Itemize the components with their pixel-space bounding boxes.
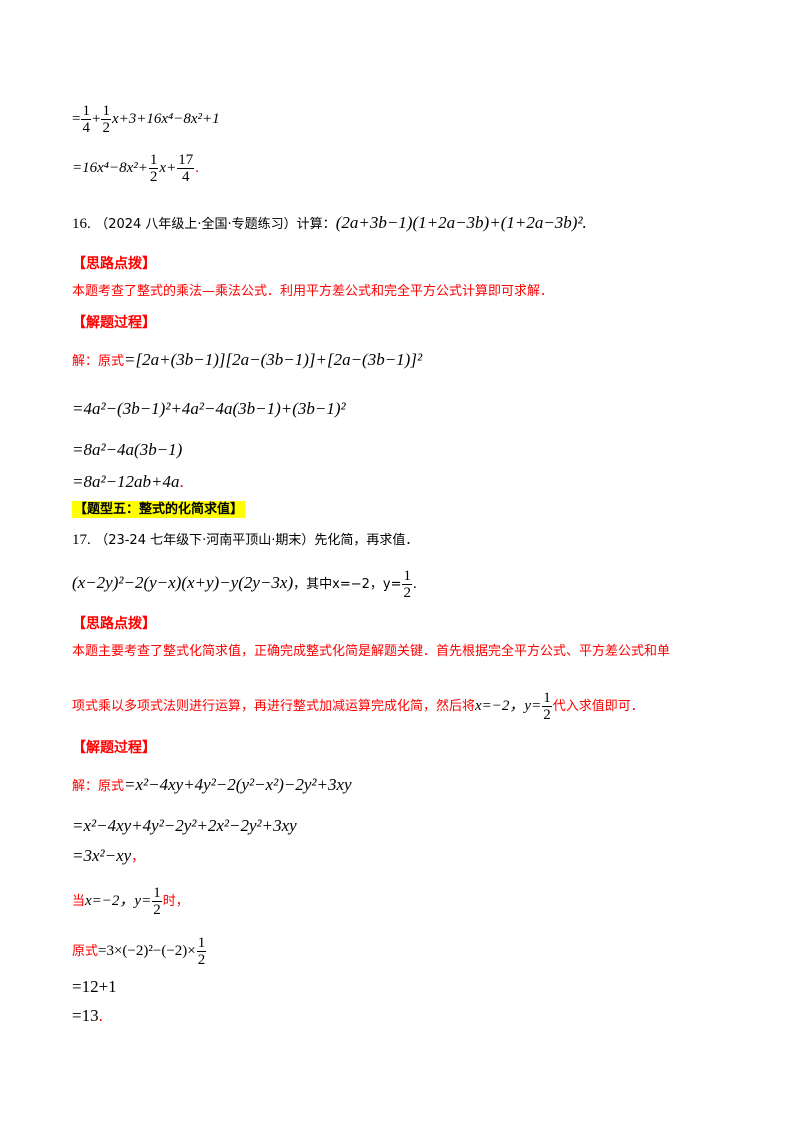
question-17: 17. （23-24 七年级下·河南平顶山·期末）先化简，再求值． [72,532,419,548]
section-heading: 【题型五：整式的化简求值】 [72,501,246,518]
q17-solution-step-2: =x²−4xy+4y²−2y²+2x²−2y²+3xy [72,816,297,835]
q17-solution-step-1: 解：原式=x²−4xy+4y²−2(y²−x²)−2y²+3xy [72,775,352,794]
q17-solution-heading: 【解题过程】 [72,740,156,756]
q16-solution-step-4: =8a²−12ab+4a. [72,472,184,491]
question-16: 16. （2024 八年级上·全国·专题练习）计算：(2a+3b−1)(1+2a… [72,213,587,232]
q16-solution-step-2: =4a²−(3b−1)²+4a²−4a(3b−1)+(3b−1)² [72,399,346,418]
q16-solution-heading: 【解题过程】 [72,315,156,331]
q17-solution-step-5: =12+1 [72,977,117,996]
q17-hint-text-1: 本题主要考查了整式化简求值，正确完成整式化简是解题关键．首先根据完全平方公式、平… [72,644,671,659]
q16-hint-heading: 【思路点拨】 [72,256,156,272]
q17-solution-step-3: =3x²−xy， [72,846,145,865]
q16-hint-text: 本题考查了整式的乘法—乘法公式．利用平方差公式和完全平方公式计算即可求解． [72,284,554,299]
q17-hint-heading: 【思路点拨】 [72,616,156,632]
q17-solution-step-6: =13. [72,1006,103,1025]
q16-solution-step-3: =8a²−4a(3b−1) [72,440,183,459]
q16-solution-step-1: 解：原式=[2a+(3b−1)][2a−(3b−1)]+[2a−(3b−1)]² [72,350,423,369]
